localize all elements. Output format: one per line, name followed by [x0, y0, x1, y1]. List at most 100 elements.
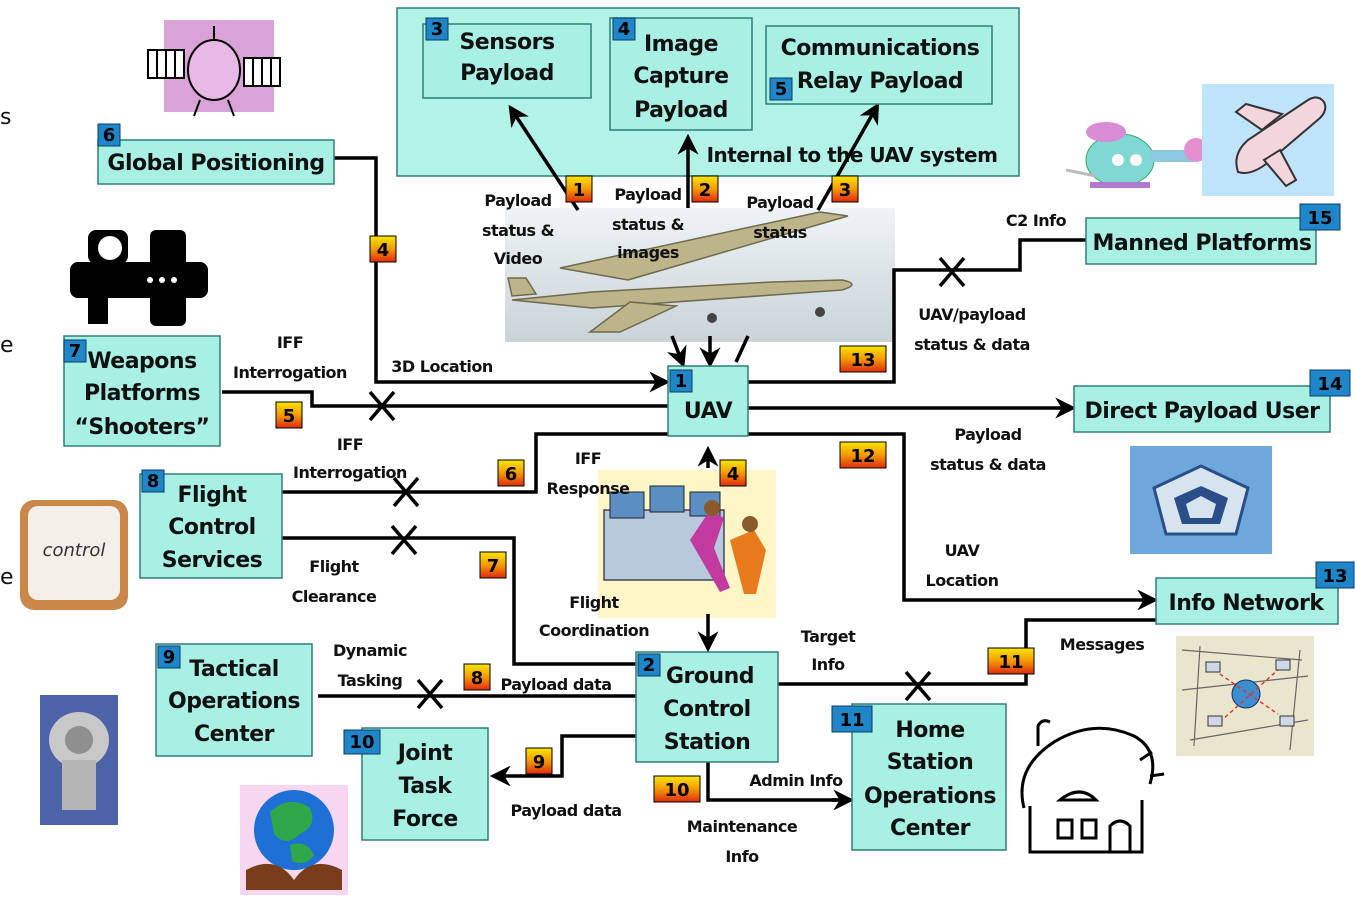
- node-number: 3: [431, 19, 444, 40]
- node-label: Operations: [864, 784, 996, 809]
- svg-text:8: 8: [471, 668, 484, 689]
- node-number: 14: [1317, 374, 1342, 395]
- network-icon: [1176, 636, 1314, 756]
- node-label: Force: [392, 807, 458, 832]
- link-label: Target: [801, 627, 856, 646]
- link-drone-uav-3: [734, 335, 750, 363]
- link-weapons-uav: [222, 390, 668, 408]
- node-label: Home: [895, 718, 964, 743]
- node-number: 15: [1307, 208, 1332, 229]
- link-number-badge: 6: [497, 459, 525, 487]
- link-label: Info: [725, 847, 759, 866]
- node-label: UAV: [684, 399, 733, 424]
- link-number-badge: 3: [831, 175, 859, 203]
- svg-text:13: 13: [850, 350, 875, 371]
- link-label: Payload: [954, 425, 1021, 444]
- link-number-badge: 1: [565, 175, 593, 203]
- edge-text-fragment: e: [0, 565, 14, 590]
- link-label: Payload: [614, 185, 681, 204]
- svg-text:11: 11: [998, 652, 1023, 673]
- node-label: Platforms: [84, 381, 200, 406]
- node-global-positioning: 6 Global Positioning: [97, 123, 335, 185]
- link-label: Dynamic: [333, 641, 407, 660]
- node-label: Center: [194, 722, 275, 747]
- satellite-icon: [147, 20, 281, 117]
- node-label: Info Network: [1169, 591, 1326, 616]
- ground-control-operators-icon: [598, 470, 776, 618]
- node-label: Relay Payload: [797, 69, 963, 94]
- node-ground-control-station: 2 Ground Control Station: [635, 651, 779, 763]
- helicopter-icon: [1065, 122, 1208, 188]
- link-number-badge: 8: [463, 663, 491, 691]
- link-label: Payload: [746, 193, 813, 212]
- link-label: Flight: [309, 557, 359, 576]
- node-label: Station: [887, 750, 974, 775]
- link-number-badge: 2: [691, 175, 719, 203]
- link-number-badge: 11: [987, 647, 1035, 675]
- uav-drone-image: [505, 208, 895, 342]
- svg-text:2: 2: [699, 180, 712, 201]
- house-icon: [1020, 719, 1165, 854]
- node-weapons-platforms: 7 Weapons Platforms “Shooters”: [63, 335, 221, 447]
- link-label: Interrogation: [293, 463, 407, 482]
- node-number: 2: [643, 655, 656, 676]
- node-label: Flight: [177, 483, 247, 508]
- node-number: 7: [69, 341, 82, 362]
- node-uav: 1 UAV: [667, 365, 749, 437]
- node-label: Control: [663, 697, 750, 722]
- link-label: C2 Info: [1006, 211, 1067, 230]
- svg-text:3: 3: [839, 180, 852, 201]
- node-label: Joint: [396, 741, 454, 766]
- link-label: Coordination: [539, 621, 649, 640]
- node-label: Global Positioning: [107, 151, 324, 176]
- link-number-badge: 5: [275, 401, 303, 429]
- link-number-badge: 7: [479, 551, 507, 579]
- node-number: 10: [349, 732, 374, 753]
- node-label: Weapons: [87, 349, 197, 374]
- link-number-badge: 13: [839, 345, 887, 373]
- connectors: [222, 102, 1159, 811]
- link-label: Admin Info: [749, 771, 843, 790]
- node-home-station-ops-center: 11 Home Station Operations Center: [831, 703, 1007, 851]
- node-number: 4: [618, 19, 631, 40]
- node-label: Tactical: [189, 657, 279, 682]
- node-label: Operations: [168, 689, 300, 714]
- node-sensors-payload: 3 Sensors Payload: [422, 17, 592, 99]
- node-label: Task: [399, 774, 454, 799]
- node-number: 13: [1322, 566, 1347, 587]
- airplane-icon: [1202, 84, 1334, 196]
- node-label: Direct Payload User: [1085, 399, 1321, 424]
- edge-text-fragment: e: [0, 333, 14, 358]
- node-label: Capture: [633, 64, 728, 89]
- node-label: “Shooters”: [74, 415, 209, 440]
- node-label: Center: [890, 816, 971, 841]
- node-direct-payload-user: 14 Direct Payload User: [1073, 369, 1351, 433]
- weapons-aircraft-icon: [70, 230, 208, 326]
- svg-text:4: 4: [377, 240, 390, 261]
- node-label: Payload: [634, 98, 728, 123]
- svg-text:5: 5: [283, 406, 296, 427]
- svg-text:9: 9: [533, 752, 546, 773]
- link-number-badge: 10: [653, 775, 701, 803]
- node-label: Image: [644, 32, 718, 57]
- svg-text:12: 12: [850, 446, 875, 467]
- node-flight-control-services: 8 Flight Control Services: [139, 469, 283, 579]
- link-label: status: [753, 223, 807, 242]
- link-number-badges: 1 2 3 4 4 5 6 7 8 9 10 11 12 13: [275, 175, 1035, 803]
- link-label: IFF: [575, 449, 601, 468]
- link-label: status &: [482, 221, 555, 240]
- link-number-badge: 4: [719, 459, 747, 487]
- link-gcs-jtf: [489, 734, 636, 787]
- link-label: Video: [494, 249, 543, 268]
- link-flightcontrol-gcs: [258, 536, 636, 666]
- link-label: status &: [612, 215, 685, 234]
- link-label: Response: [547, 479, 631, 498]
- link-number-badge: 4: [369, 235, 397, 263]
- edge-text-fragment: s: [0, 105, 11, 130]
- node-tactical-ops-center: 9 Tactical Operations Center: [155, 643, 313, 757]
- link-labels: Payload status & Video Payload status & …: [233, 185, 1145, 866]
- node-number: 5: [775, 79, 788, 100]
- link-uav-infonet: [748, 432, 1159, 611]
- link-label: Location: [926, 571, 999, 590]
- svg-text:10: 10: [664, 780, 689, 801]
